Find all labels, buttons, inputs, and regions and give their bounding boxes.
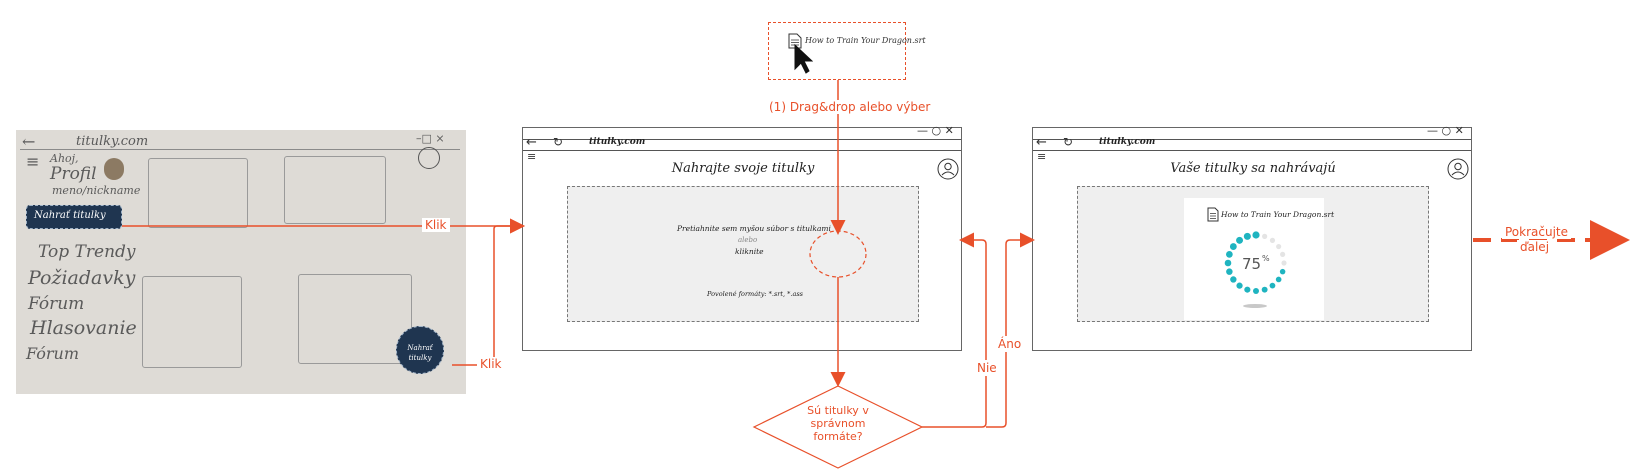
- sketch-menu-item-forum-2: Fórum: [26, 344, 79, 363]
- spinner-dot: [1276, 243, 1282, 250]
- spinner-dot: [1226, 250, 1233, 258]
- spinner-dots: [1224, 231, 1287, 294]
- upload-screen-navbar-line: [523, 150, 961, 151]
- sketch-fab-button[interactable]: [396, 326, 444, 374]
- spinner-dot: [1280, 251, 1286, 257]
- sketch-menu-icon: ≡: [26, 152, 40, 171]
- drop-zone[interactable]: [567, 186, 919, 322]
- upload-screen: ← ↻ titulky.com — ○ ✕ ≡ Nahrajte svoje t…: [522, 124, 962, 351]
- dragged-file-box: [768, 22, 906, 80]
- dragged-file-name: How to Train Your Dragon.srt: [805, 36, 926, 45]
- sketch-card-2: [284, 156, 386, 224]
- profile-icon[interactable]: [1447, 158, 1469, 180]
- profile-icon[interactable]: [937, 158, 959, 180]
- spinner-dot: [1244, 286, 1251, 293]
- sketch-card-3: [142, 276, 242, 368]
- hamburger-menu-icon[interactable]: ≡: [1037, 150, 1047, 163]
- back-arrow-icon[interactable]: ←: [1036, 135, 1047, 150]
- sketch-profile: Profil: [50, 164, 97, 184]
- sketch-menu-item-requests: Požiadavky: [28, 267, 136, 289]
- allowed-formats: Povolené formáty: *.srt, *.ass: [707, 290, 804, 298]
- sketch-greeting: Ahoj,: [50, 152, 79, 165]
- sketch-nav-title: titulky.com: [76, 134, 149, 149]
- window-controls[interactable]: — ○ ✕: [917, 124, 954, 137]
- continue-label-2: ďalej: [1517, 240, 1553, 254]
- sketch-avatar: [104, 158, 124, 180]
- sketch-upload-button-label: Nahrať titulky: [34, 210, 106, 221]
- file-icon: [788, 33, 802, 49]
- spinner-dot: [1226, 268, 1233, 275]
- decision-line-2: správnom: [810, 417, 866, 430]
- decision-diamond: [752, 385, 924, 469]
- sketch-fab-label: Nahrať titulky: [407, 344, 433, 362]
- sketch-card-1: [148, 158, 248, 228]
- file-icon: [1207, 207, 1219, 222]
- spinner-dot: [1269, 237, 1276, 243]
- spinner-dot: [1224, 259, 1232, 267]
- sketch-nickname: meno/nickname: [52, 184, 141, 197]
- hamburger-menu-icon[interactable]: ≡: [527, 150, 537, 163]
- sketch-menu-item-trendy: Top Trendy: [38, 242, 136, 262]
- spinner-dot: [1236, 282, 1243, 289]
- reload-icon[interactable]: ↻: [553, 135, 564, 149]
- sketch-window-controls: –□ ×: [416, 132, 445, 145]
- decision-line-3: formáte?: [813, 430, 863, 443]
- sketch-menu-item-voting: Hlasovanie: [30, 317, 137, 339]
- spinner-dot: [1262, 233, 1268, 239]
- yes-label: Áno: [997, 336, 1023, 352]
- flow-arrow-yes: [986, 232, 1035, 428]
- spinner-dot: [1253, 288, 1259, 294]
- sketch-upload-button[interactable]: [26, 205, 122, 229]
- upload-screen-topbar-line: [523, 139, 961, 140]
- spinner-dot: [1252, 231, 1260, 239]
- paper-sketch: ← titulky.com –□ × ≡ Ahoj, Profil meno/n…: [16, 130, 466, 394]
- drop-target-ellipse: [809, 230, 867, 278]
- uploading-screen: ← ↻ titulky.com — ○ ✕ ≡ Vaše titulky sa …: [1032, 124, 1472, 351]
- sketch-top-line: [20, 149, 460, 150]
- uploading-screen-navbar-line: [1033, 150, 1471, 151]
- spinner-dot: [1281, 260, 1287, 266]
- progress-unit: %: [1262, 254, 1270, 263]
- spinner-dot: [1279, 268, 1286, 275]
- mouse-cursor-icon: [794, 43, 813, 74]
- site-name: titulky.com: [589, 137, 646, 147]
- spinner-shadow: [1243, 304, 1267, 308]
- progress-value: 75: [1242, 255, 1262, 273]
- page-title: Vaše titulky sa nahrávajú: [1170, 161, 1336, 176]
- upload-progress-card: [1184, 198, 1324, 320]
- spinner-dot: [1261, 286, 1268, 293]
- uploading-file-name: How to Train Your Dragon.srt: [1221, 210, 1335, 219]
- uploading-screen-topbar-line: [1033, 139, 1471, 140]
- spinner-dot: [1275, 276, 1282, 283]
- click-label-2: Klik: [477, 357, 505, 371]
- drag-step-label: (1) Drag&drop alebo výber: [767, 100, 933, 114]
- drop-zone-instruction: Pretiahnite sem myšou súbor s titulkami: [677, 224, 831, 233]
- drop-zone-or: alebo: [738, 236, 758, 244]
- reload-icon[interactable]: ↻: [1063, 135, 1074, 149]
- spinner-dot: [1236, 236, 1244, 244]
- sketch-back-arrow: ←: [22, 132, 36, 151]
- sketch-menu-item-forum: Fórum: [28, 294, 85, 314]
- drop-zone-click-link[interactable]: kliknite: [735, 247, 764, 256]
- page-title: Nahrajte svoje titulky: [671, 161, 815, 176]
- site-name: titulky.com: [1099, 137, 1156, 147]
- spinner-dot: [1229, 243, 1237, 250]
- spinner-dot: [1269, 282, 1276, 289]
- window-controls[interactable]: — ○ ✕: [1427, 124, 1464, 137]
- back-arrow-icon[interactable]: ←: [526, 135, 537, 150]
- click-label-1: Klik: [422, 218, 450, 232]
- sketch-card-4: [298, 274, 412, 364]
- flow-arrow-no: [922, 232, 987, 428]
- continue-label-1: Pokračujte: [1502, 225, 1572, 239]
- spinner-dot: [1243, 232, 1251, 240]
- sketch-profile-circle: [418, 147, 440, 169]
- no-label: Nie: [976, 360, 998, 376]
- spinner-dot: [1230, 276, 1237, 283]
- decision-line-1: Sú titulky v: [807, 404, 869, 417]
- progress-spinner: [1224, 231, 1287, 294]
- flow-arrow-click-2: [452, 218, 525, 366]
